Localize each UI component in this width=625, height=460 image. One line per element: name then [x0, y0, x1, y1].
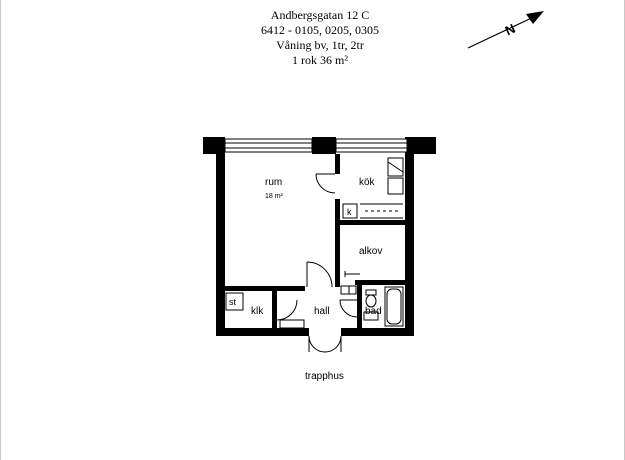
room-label-kok: kök [359, 177, 376, 188]
kitchen-fixtures [342, 157, 404, 219]
room-label-rum: rum [265, 177, 282, 188]
storage-cabinet [225, 292, 244, 311]
klk-shelf [279, 319, 305, 329]
room-label-st: st [229, 297, 237, 307]
north-label: N [503, 21, 518, 39]
left-border [0, 0, 1, 460]
title-block: Andbergsgatan 12 C 6412 - 0105, 0205, 03… [230, 8, 410, 68]
bathroom-fixtures [363, 286, 404, 327]
alkov-fixture [344, 271, 360, 277]
unit-numbers-line: 6412 - 0105, 0205, 0305 [261, 23, 379, 37]
door-swings [276, 173, 358, 353]
outer-walls [203, 137, 436, 336]
interior-walls [225, 154, 405, 328]
room-label-hall: hall [314, 306, 330, 317]
room-label-alkov: alkov [359, 246, 382, 257]
address-line: Andbergsgatan 12 C [270, 8, 370, 22]
kitchen-label-k: k [347, 207, 352, 217]
room-area-rum: 18 m² [265, 193, 284, 200]
floors-line: Våning bv, 1tr, 2tr [276, 38, 364, 52]
hall-closet [340, 285, 357, 295]
room-label-klk: klk [251, 306, 264, 317]
size-line: 1 rok 36 m² [292, 53, 348, 67]
north-arrow-icon: N [467, 11, 544, 49]
stairwell-label: trapphus [305, 371, 344, 382]
windows [224, 138, 408, 153]
room-label-bad: bad [365, 306, 382, 317]
